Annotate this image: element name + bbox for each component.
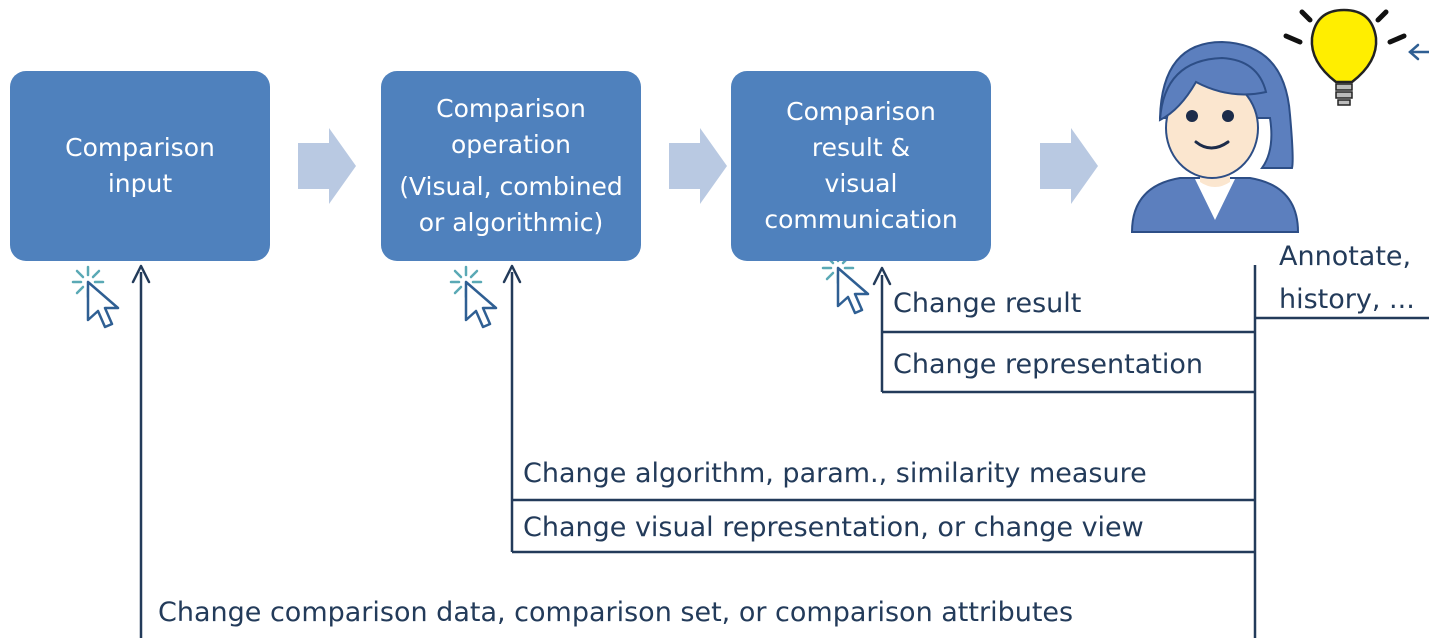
comparison-operation-box: Comparison operation (Visual, combined o…: [381, 71, 641, 261]
comparison-result-box: Comparison result & visual communication: [731, 71, 991, 261]
annotate-label: Annotate,: [1279, 241, 1412, 272]
box-line: communication: [764, 205, 958, 234]
box-line: operation: [450, 130, 572, 159]
lightbulb-icon: [1283, 8, 1407, 106]
user-avatar-icon: [1130, 40, 1300, 233]
flow-arrow-3-icon: [1040, 128, 1098, 204]
feedback-arrowheads: [131, 264, 892, 286]
comparison-input-box: Comparison input: [10, 71, 270, 261]
change-algorithm-label: Change algorithm, param., similarity mea…: [523, 458, 1147, 489]
feedback-lines: [139, 265, 1429, 638]
box-line: result &: [811, 133, 911, 162]
box-line: Comparison: [786, 97, 936, 126]
box-line: Comparison: [436, 94, 586, 123]
cursor-input-icon: [71, 265, 120, 329]
change-data-label: Change comparison data, comparison set, …: [158, 597, 1074, 628]
flow-arrow-2-icon: [669, 128, 727, 204]
box-line: visual: [824, 169, 898, 198]
change-visual-label: Change visual representation, or change …: [523, 512, 1144, 543]
change-representation-label: Change representation: [893, 349, 1203, 380]
history-label: history, ...: [1279, 284, 1415, 315]
box-line: (Visual, combined: [399, 172, 623, 201]
cursor-result-icon: [821, 251, 870, 315]
box-line: or algorithmic): [418, 208, 604, 237]
box-line: input: [107, 169, 173, 198]
change-result-label: Change result: [893, 288, 1082, 319]
flow-arrow-1-icon: [298, 128, 356, 204]
cursor-operation-icon: [449, 265, 498, 329]
incoming-arrow-icon: [1408, 43, 1429, 61]
box-line: Comparison: [65, 133, 215, 162]
